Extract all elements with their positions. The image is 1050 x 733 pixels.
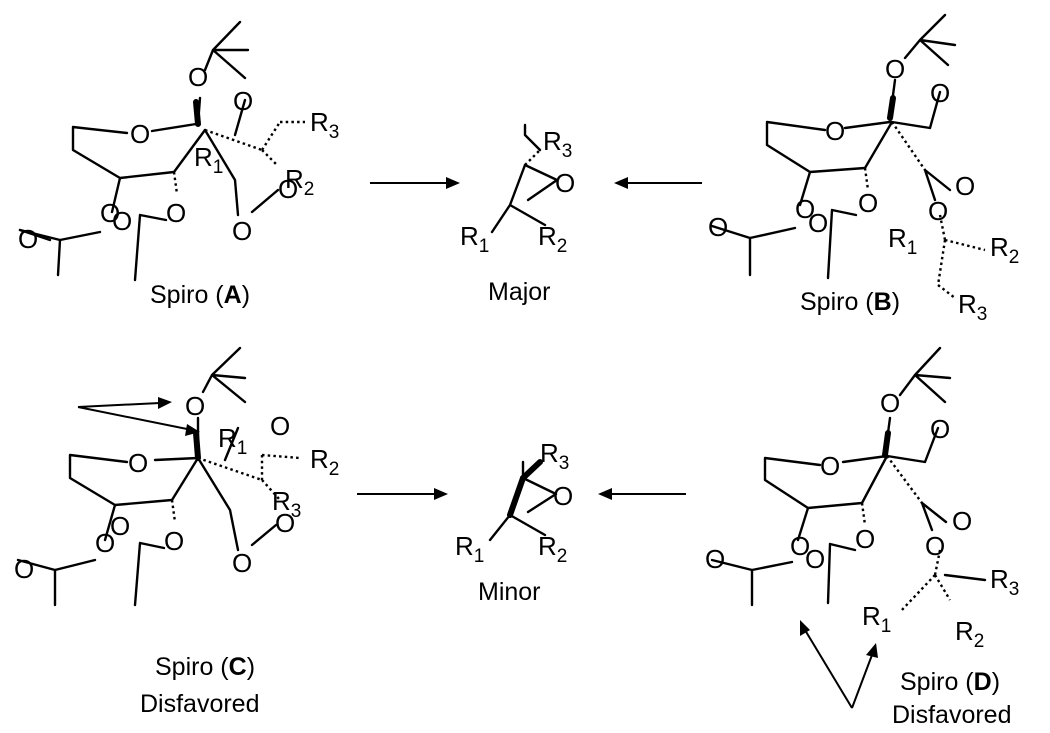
spiro-c-structure: O O O O O O O O O R1 R2 R3 [14,346,339,607]
spiro-b-r3: R3 [958,289,987,325]
spiro-b-oxygen-2: O [930,78,950,108]
minor-r3: R3 [540,438,569,474]
spiro-d-r3: R3 [990,564,1019,600]
spiro-c-disfavored-label: Disfavored [140,690,260,718]
spiro-d-oxygen-carbonyl-1: O [705,544,725,574]
spiro-c-oxygen-1: O [185,391,205,421]
spiro-c-oxygen-carbonyl-2: O [110,511,130,541]
arrow-c-to-minor [357,488,448,500]
spiro-c-oxygen-ester-2: O [164,526,184,556]
minor-r2: R2 [538,531,567,567]
spiro-c-oxygen-dioxirane-2: O [232,548,252,578]
spiro-c-r2: R2 [310,444,339,480]
spiro-a-oxygen-carbonyl-1: O [18,224,38,254]
spiro-a-label: Spiro (A) [150,281,250,309]
spiro-c-oxygen-ester-1: O [95,528,115,558]
spiro-a-oxygen-ester-1: O [100,198,120,228]
spiro-a-r3: R3 [310,107,339,143]
spiro-a-oxygen-2: O [233,86,253,116]
spiro-c-oxygen-carbonyl-1: O [14,554,34,584]
major-r1: R1 [460,221,489,257]
spiro-a-r1: R1 [194,142,223,178]
spiro-a-oxygen-ester-2: O [166,198,186,228]
arrow-b-to-major [614,177,702,189]
spiro-c-r3: R3 [272,486,301,522]
spiro-b-r1: R1 [888,223,917,259]
spiro-a-oxygen-carbonyl-2: O [112,206,132,236]
arrow-a-to-major [370,177,460,189]
spiro-d-oxygen-ring: O [820,451,840,481]
minor-oxygen: O [553,481,573,511]
spiro-c-oxygen-ring: O [128,448,148,478]
major-epoxide: O R3 R1 R2 [460,123,575,257]
spiro-b-oxygen-carbonyl-2: O [808,208,828,238]
spiro-b-oxygen-1: O [885,54,905,84]
spiro-c-label: Spiro (C) [155,653,255,681]
arrow-d-to-minor [598,488,686,500]
major-oxygen: O [555,168,575,198]
spiro-d-r1: R1 [862,601,891,637]
minor-label: Minor [478,578,541,606]
spiro-a-oxygen-dioxirane-1: O [278,174,298,204]
spiro-b-oxygen-dioxirane-2: O [928,196,948,226]
major-label: Major [488,278,551,306]
spiro-d-r2: R2 [955,616,984,652]
minor-epoxide: O R3 R1 R2 [455,438,573,567]
spiro-c-oxygen-2: O [270,411,290,441]
spiro-d-oxygen-2: O [930,414,950,444]
spiro-b-label: Spiro (B) [800,288,900,316]
spiro-c-r1: R1 [218,423,247,459]
spiro-d-disfavored-label: Disfavored [892,701,1012,729]
spiro-c-oxygen-dioxirane-1: O [275,508,295,538]
spiro-b-r2: R2 [990,232,1019,268]
minor-r1: R1 [455,531,484,567]
spiro-d-oxygen-carbonyl-2: O [805,544,825,574]
spiro-a-oxygen-ring: O [130,119,150,149]
spiro-b-oxygen-ester-2: O [858,188,878,218]
spiro-d-label: Spiro (D) [900,668,1000,696]
spiro-a-r2: R2 [285,164,314,200]
spiro-a-oxygen-dioxirane-2: O [232,216,252,246]
spiro-d-oxygen-dioxirane-1: O [952,506,972,536]
spiro-d-oxygen-ester-1: O [790,531,810,561]
spiro-b-oxygen-ester-1: O [795,194,815,224]
spiro-d-oxygen-1: O [880,388,900,418]
major-r2: R2 [538,221,567,257]
spiro-d-structure: O O O O O O O O O R3 R1 R2 [705,346,1019,709]
spiro-b-oxygen-carbonyl-1: O [708,212,728,242]
spiro-d-oxygen-dioxirane-2: O [925,531,945,561]
spiro-d-oxygen-ester-2: O [855,524,875,554]
major-r3: R3 [543,126,572,162]
spiro-a-oxygen-1: O [188,62,208,92]
spiro-b-structure: O O O O O O O O O R1 R2 R3 [708,13,1019,325]
spiro-a-structure: O O O O O O O O O R3 R1 R2 [18,20,339,282]
spiro-b-oxygen-dioxirane-1: O [955,171,975,201]
spiro-b-oxygen-ring: O [825,116,845,146]
